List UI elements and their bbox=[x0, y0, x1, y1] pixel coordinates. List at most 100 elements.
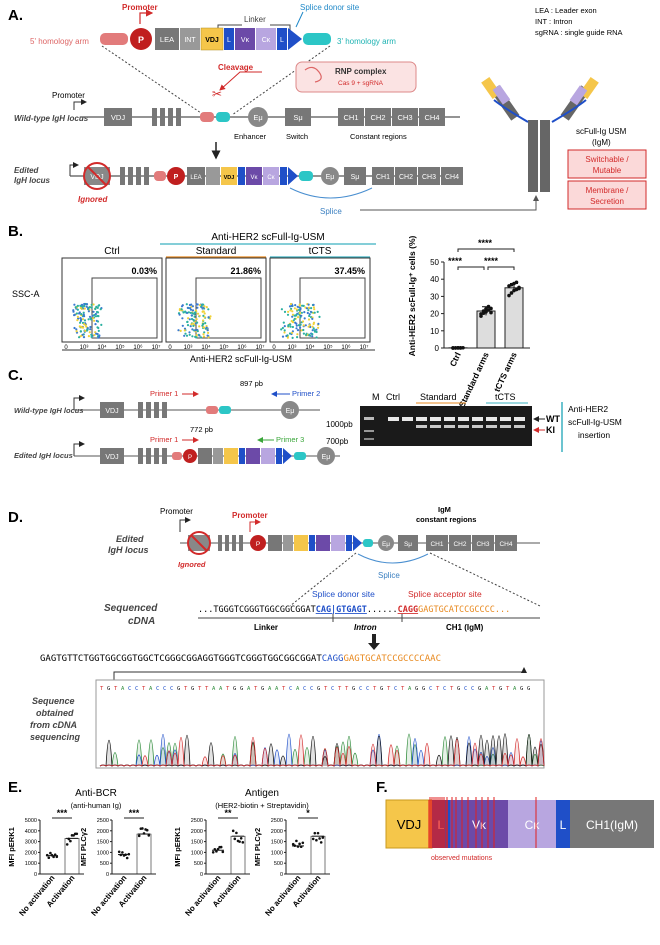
d-promoter-circle bbox=[250, 535, 266, 551]
flow-event-dot bbox=[203, 305, 206, 308]
d-full-orange: GAGTGCATCCGCCCCAAC bbox=[343, 654, 441, 664]
membrane-text-2: Secretion bbox=[590, 197, 624, 206]
e-point bbox=[241, 841, 245, 844]
insertion-note-3: insertion bbox=[578, 430, 610, 440]
flow-plot-name: tCTS bbox=[309, 246, 332, 257]
flow-event-dot bbox=[291, 325, 294, 329]
chrom-base: G bbox=[527, 686, 530, 692]
flow-event-dot bbox=[311, 329, 314, 332]
f-ch1-text: CH1(IgM) bbox=[586, 818, 638, 832]
e-point bbox=[72, 834, 75, 837]
c-ed-arm5 bbox=[172, 452, 182, 460]
chrom-base: T bbox=[226, 686, 230, 692]
d-ch3 bbox=[472, 535, 494, 551]
gel-lane-tcts: tCTS bbox=[495, 392, 516, 402]
wt-emu-text: Eμ bbox=[253, 113, 262, 122]
e-point bbox=[235, 831, 238, 835]
flow-event-dot bbox=[305, 307, 309, 310]
prohibited-slash bbox=[87, 166, 107, 186]
flow-group-title: Anti-HER2 scFull-Ig-USM bbox=[211, 232, 324, 243]
f-l2-text: L bbox=[560, 818, 567, 832]
d-chrom-label-2: obtained bbox=[36, 708, 74, 718]
e-point bbox=[145, 828, 149, 832]
chrom-base: G bbox=[415, 686, 418, 692]
panel-b: B. Anti-HER2 scFull-Ig-USM SSC-A Anti-HE… bbox=[8, 223, 530, 409]
e-group2-sub: (HER2-biotin + Streptavidin) bbox=[215, 801, 309, 810]
e-ytick-label: 1000 bbox=[97, 850, 109, 856]
chrom-base: A bbox=[212, 686, 216, 692]
wt-ch1-text: CH1 bbox=[343, 113, 358, 122]
chrom-base: C bbox=[170, 686, 173, 692]
flow-event-dot bbox=[79, 304, 82, 307]
flow-event-dot bbox=[82, 336, 86, 339]
flow-event-dot bbox=[193, 313, 196, 316]
panel-a: A. LEA : Leader exon INT : Intron sgRNA … bbox=[8, 3, 647, 216]
flow-event-dot bbox=[304, 324, 307, 327]
flow-tick-label: 10³ bbox=[80, 345, 89, 351]
antibody-title-2: (IgM) bbox=[592, 138, 611, 147]
d-promoter-grey: Promoter bbox=[160, 507, 193, 516]
flow-event-dot bbox=[189, 311, 192, 314]
ed-ck bbox=[263, 167, 279, 185]
ed-ch1-text: CH1 bbox=[376, 174, 390, 181]
chrom-base: C bbox=[303, 686, 306, 692]
flow-tick-label: 10⁴ bbox=[201, 344, 211, 351]
ed-promoter bbox=[167, 167, 185, 185]
flow-event-dot bbox=[85, 305, 88, 308]
flow-event-dot bbox=[194, 329, 197, 332]
flow-tick-label: 10³ bbox=[184, 345, 193, 351]
gel-lane-ctrl: Ctrl bbox=[386, 392, 400, 402]
flow-event-dot bbox=[302, 328, 305, 332]
e-point bbox=[137, 834, 141, 838]
e-ytick-label: 0 bbox=[106, 872, 109, 878]
flow-event-dot bbox=[78, 312, 81, 315]
c-ed-promoter-arrow bbox=[73, 441, 85, 456]
flow-event-dot bbox=[201, 324, 204, 327]
c-ed-j4 bbox=[162, 448, 167, 464]
c-wt-j3 bbox=[154, 402, 159, 418]
splice-arc bbox=[289, 187, 373, 199]
d-sequenced-1: Sequenced bbox=[104, 603, 158, 614]
arm3-block bbox=[303, 33, 331, 45]
e-point bbox=[319, 841, 323, 844]
homology-line-left bbox=[101, 45, 205, 116]
chrom-base: G bbox=[422, 686, 425, 692]
e-ytick-label: 2000 bbox=[97, 829, 109, 835]
flow-event-dot bbox=[98, 335, 101, 338]
flow-event-dot bbox=[91, 314, 94, 317]
flow-event-dot bbox=[291, 336, 294, 339]
ed-ch4 bbox=[441, 167, 463, 185]
ed-locus-label-2: IgH locus bbox=[14, 176, 51, 185]
c-ed-j2 bbox=[146, 448, 151, 464]
e-ytick-label: 1000 bbox=[271, 850, 283, 856]
e-ytick-label: 1500 bbox=[191, 840, 203, 846]
flow-event-dot bbox=[190, 317, 194, 321]
flow-event-dot bbox=[317, 322, 320, 325]
chrom-base: G bbox=[380, 686, 383, 692]
flow-event-dot bbox=[187, 311, 190, 314]
flow-event-dot bbox=[289, 309, 292, 312]
e-ylabel: MFI PLCγ2 bbox=[79, 828, 88, 866]
ed-ch2 bbox=[395, 167, 417, 185]
construct-vdj bbox=[200, 27, 224, 51]
flow-event-dot bbox=[94, 315, 98, 318]
d-seq-orange: GAGTGCATCCGCCCC... bbox=[418, 605, 510, 615]
flow-event-dot bbox=[281, 326, 284, 330]
flow-event-dot bbox=[90, 333, 93, 336]
flow-event-dot bbox=[295, 308, 298, 311]
flow-event-dot bbox=[192, 322, 195, 325]
wt-smu bbox=[285, 108, 311, 126]
flow-event-dot bbox=[98, 304, 101, 307]
flow-event-dot bbox=[287, 310, 290, 313]
ed-ch1 bbox=[372, 167, 394, 185]
gel-marker-band bbox=[364, 430, 374, 432]
flow-event-dot bbox=[289, 302, 293, 306]
membrane-text-1: Membrane / bbox=[586, 186, 629, 195]
rnp-title: RNP complex bbox=[335, 67, 387, 76]
flow-event-dot bbox=[96, 311, 100, 314]
flow-event-dot bbox=[79, 330, 82, 333]
flow-plot-frame bbox=[61, 257, 163, 343]
e-ylabel: MFI PLCγ2 bbox=[253, 828, 262, 866]
wt-j1 bbox=[152, 108, 157, 126]
flow-event-dot bbox=[203, 312, 206, 315]
